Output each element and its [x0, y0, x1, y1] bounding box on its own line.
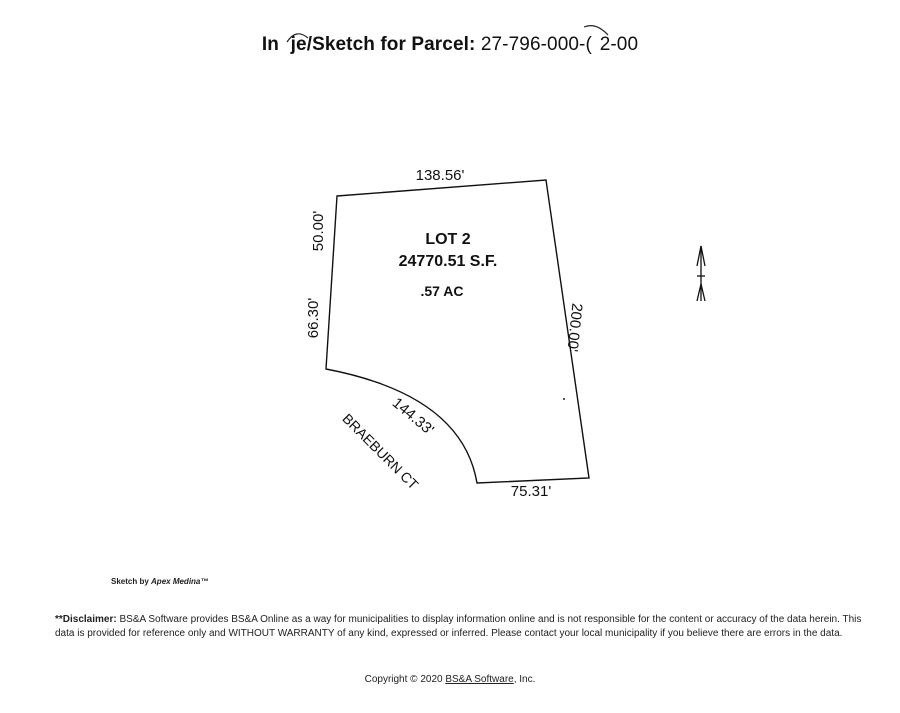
credit-product: Apex Medina™ [151, 577, 209, 586]
scan-speck [563, 398, 565, 400]
disclaimer: **Disclaimer: BS&A Software provides BS&… [55, 613, 865, 641]
dimension-bottom: 75.31' [511, 483, 552, 500]
lot-area-ac: .57 AC [420, 283, 463, 299]
parcel-number: 27-796-000-( 2-00 [480, 34, 639, 55]
dimension-left-lower: 66.30' [305, 298, 322, 339]
scan-artifact [583, 25, 609, 36]
north-arrow-icon [696, 245, 706, 302]
credit-prefix: Sketch by [111, 577, 149, 586]
disclaimer-label: **Disclaimer: [55, 614, 117, 625]
disclaimer-text: BS&A Software provides BS&A Online as a … [55, 614, 862, 639]
lot-boundary [325, 179, 590, 484]
dimension-right: 200.00' [563, 302, 585, 352]
lot-name: LOT 2 [425, 231, 470, 248]
page-title: In je/Sketch for Parcel: 27-796-000-( 2-… [0, 34, 900, 56]
company-link[interactable]: BS&A Software [445, 674, 514, 685]
lot-area-sf: 24770.51 S.F. [399, 253, 498, 270]
copyright-prefix: Copyright © 2020 [364, 674, 446, 685]
scan-artifact [286, 33, 309, 43]
sketch-credit: Sketch by Apex Medina™ [111, 577, 208, 586]
copyright-suffix: , Inc. [513, 674, 536, 685]
title-label: In je/Sketch for Parcel: [261, 34, 476, 55]
dimension-arc: 144.33' [389, 394, 437, 438]
copyright: Copyright © 2020 BS&A Software, Inc. [0, 674, 900, 685]
dimension-left-upper: 50.00' [310, 211, 327, 252]
dimension-top: 138.56' [416, 167, 465, 184]
